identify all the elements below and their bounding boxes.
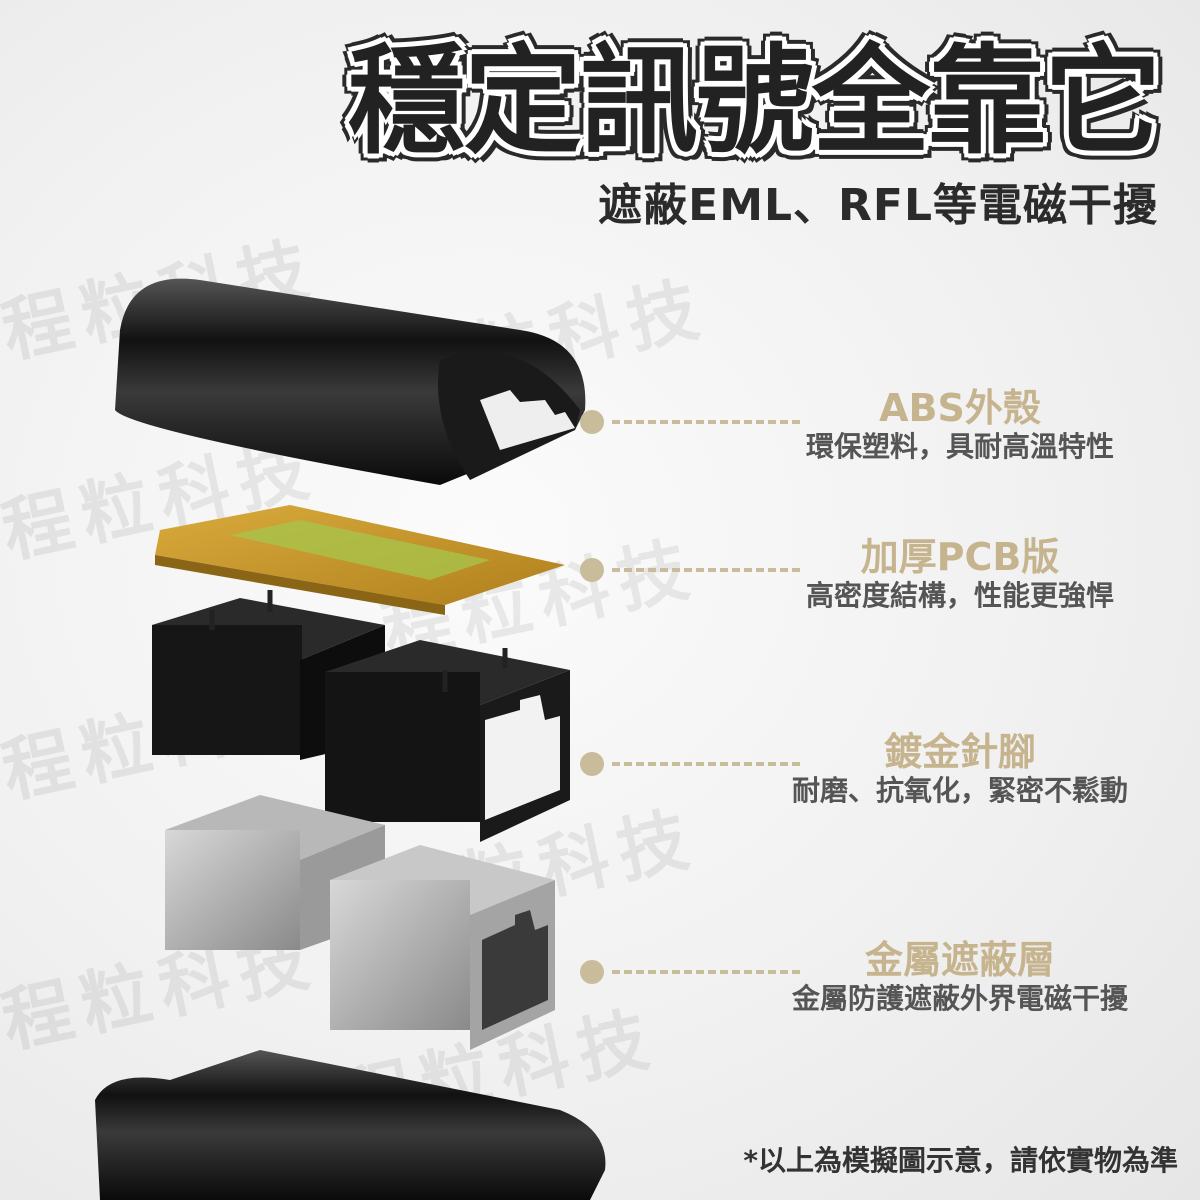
feature-metal-shield: 金屬遮蔽層 金屬防護遮蔽外界電磁干擾 (770, 938, 1150, 1016)
disclaimer-note: *以上為模擬圖示意，請依實物為準 (743, 1144, 1178, 1177)
callout-dashed-line (612, 970, 800, 974)
callout-connector (580, 410, 800, 434)
page-subtitle: 遮蔽EML、RFL等電磁干擾 (598, 180, 1158, 231)
feature-description: 耐磨、抗氧化，緊密不鬆動 (791, 774, 1128, 807)
callout-dot (580, 410, 604, 434)
abs-shell-bottom (95, 1050, 606, 1200)
pcb-board (155, 505, 565, 615)
callout-connector (580, 558, 800, 582)
feature-description: 金屬防護遮蔽外界電磁干擾 (791, 982, 1128, 1015)
feature-heading: 加厚PCB版 (860, 535, 1060, 579)
callout-dot (580, 960, 604, 984)
metal-shield (165, 795, 555, 1050)
callout-connector (580, 752, 800, 776)
feature-heading: 金屬遮蔽層 (864, 938, 1055, 982)
jack-block-black (152, 590, 570, 842)
page-title: 穩定訊號全靠它 (347, 32, 1162, 170)
feature-heading: ABS外殼 (879, 386, 1041, 430)
feature-description: 高密度結構，性能更強悍 (805, 579, 1114, 612)
callout-dashed-line (612, 568, 800, 572)
callout-dashed-line (612, 420, 800, 424)
callout-connector (580, 960, 800, 984)
feature-heading: 鍍金針腳 (883, 730, 1036, 774)
feature-abs-shell: ABS外殼 環保塑料，具耐高溫特性 (770, 386, 1150, 464)
callout-dot (580, 558, 604, 582)
feature-pcb: 加厚PCB版 高密度結構，性能更強悍 (770, 535, 1150, 613)
feature-description: 環保塑料，具耐高溫特性 (805, 430, 1114, 463)
callout-dot (580, 752, 604, 776)
callout-dashed-line (612, 762, 800, 766)
feature-gold-pins: 鍍金針腳 耐磨、抗氧化，緊密不鬆動 (770, 730, 1150, 808)
abs-shell-top (115, 278, 586, 485)
